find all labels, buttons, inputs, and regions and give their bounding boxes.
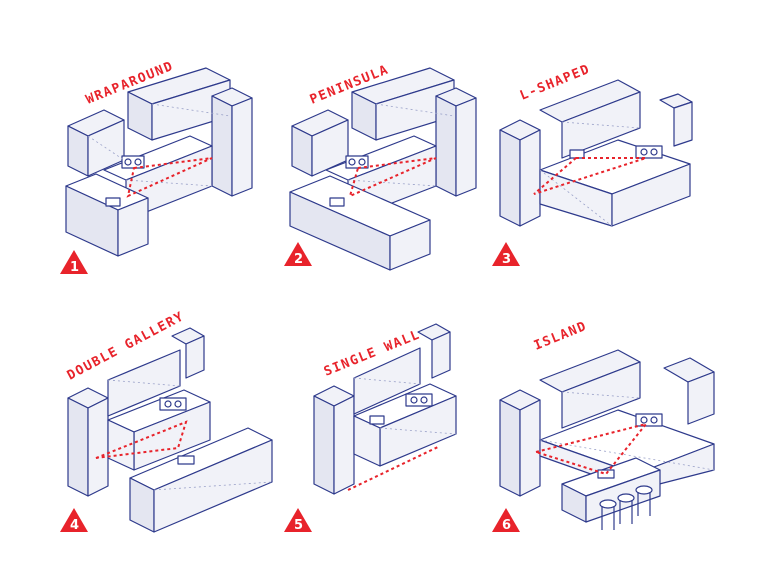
warning-triangle-icon	[284, 508, 312, 532]
warning-triangle-icon	[492, 242, 520, 266]
layout-4-number: 4	[70, 518, 79, 533]
layout-single-wall	[313, 323, 457, 495]
layout-l-shaped	[499, 79, 693, 227]
layout-peninsula	[289, 67, 477, 271]
warning-triangle-icon	[284, 242, 312, 266]
layout-double-gallery	[67, 327, 273, 533]
warning-triangle-icon	[60, 508, 88, 532]
warning-triangle-icon	[492, 508, 520, 532]
layout-wraparound	[65, 67, 253, 257]
layout-5-number: 5	[294, 518, 303, 533]
layout-1-number: 1	[70, 260, 79, 275]
layout-6-number: 6	[502, 518, 511, 533]
layout-island	[499, 349, 715, 530]
warning-triangle-icon	[60, 250, 88, 274]
layout-3-number: 3	[502, 252, 511, 267]
layout-2-number: 2	[294, 252, 303, 267]
layout-6-title: ISLAND	[532, 319, 590, 354]
